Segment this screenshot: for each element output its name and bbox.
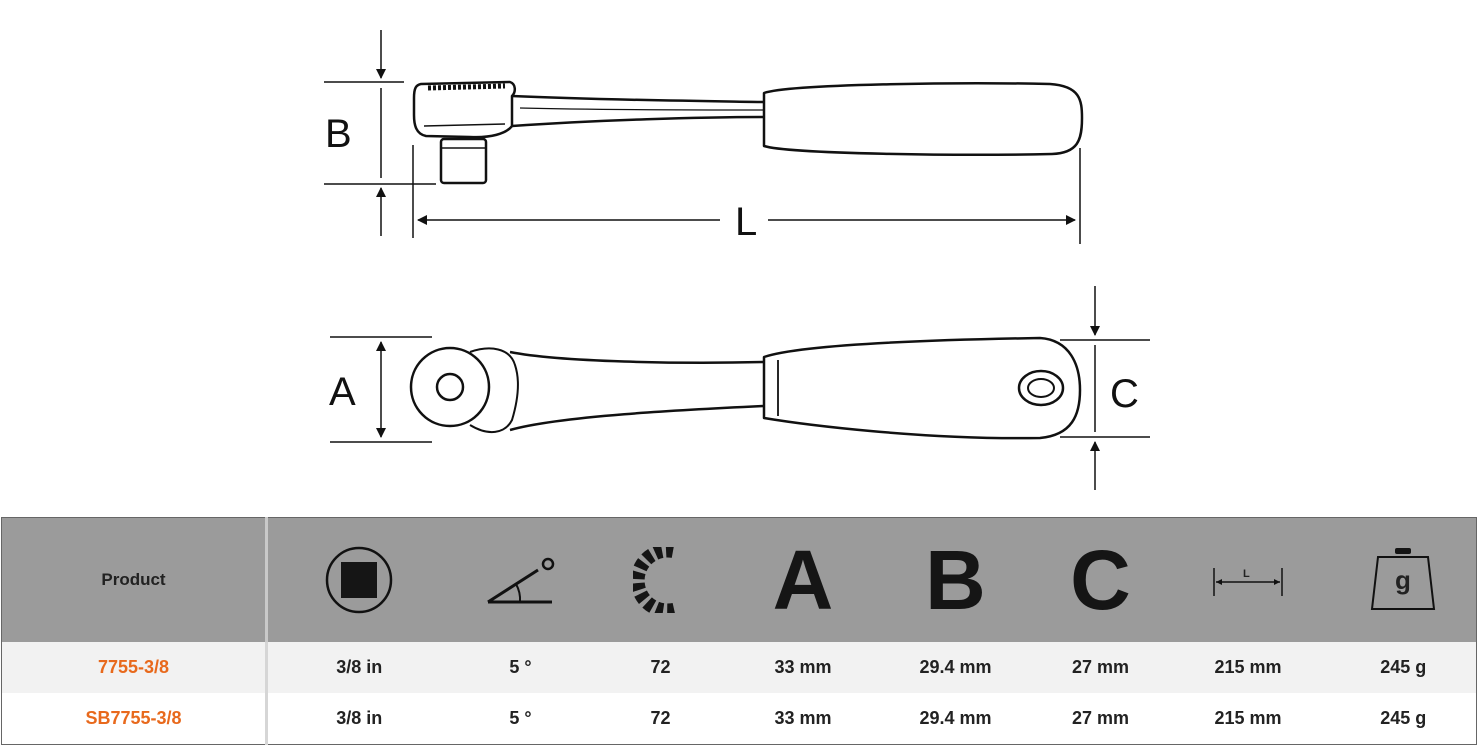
header-letter-b: B bbox=[925, 533, 986, 627]
cell-c: 27 mm bbox=[1035, 693, 1166, 745]
dim-b bbox=[324, 30, 436, 236]
teeth-gear-icon bbox=[632, 547, 678, 613]
cell-length: 215 mm bbox=[1165, 642, 1331, 693]
top-shaft bbox=[509, 350, 765, 432]
cell-c: 27 mm bbox=[1035, 642, 1166, 693]
cell-teeth: 72 bbox=[590, 642, 731, 693]
side-square-drive bbox=[439, 137, 488, 185]
side-view bbox=[412, 80, 1084, 185]
top-head bbox=[409, 346, 491, 428]
product-code[interactable]: 7755-3/8 bbox=[1, 642, 268, 693]
cell-weight: 245 g bbox=[1330, 642, 1477, 693]
square-drive-icon bbox=[326, 546, 393, 614]
product-header: Product bbox=[1, 517, 268, 642]
cell-drive: 3/8 in bbox=[266, 642, 451, 693]
cell-angle: 5 ° bbox=[450, 642, 591, 693]
table-row: SB7755-3/8 3/8 in 5 ° 72 33 mm 29.4 mm 2… bbox=[1, 693, 1477, 745]
header-letter-a: A bbox=[772, 533, 834, 627]
side-shaft bbox=[511, 94, 765, 128]
table-header-row: Product A B bbox=[1, 517, 1477, 642]
header-letter-c: C bbox=[1070, 533, 1131, 627]
cell-drive: 3/8 in bbox=[266, 693, 451, 745]
dim-label-c: C bbox=[1110, 372, 1139, 416]
cell-b: 29.4 mm bbox=[875, 642, 1036, 693]
weight-icon: g bbox=[1371, 548, 1436, 610]
release-button bbox=[435, 372, 465, 402]
dim-a bbox=[330, 336, 432, 443]
table-row: 7755-3/8 3/8 in 5 ° 72 33 mm 29.4 mm 27 … bbox=[1, 642, 1477, 693]
spec-table: Product A B bbox=[1, 517, 1477, 745]
cell-teeth: 72 bbox=[590, 693, 731, 745]
cell-angle: 5 ° bbox=[450, 693, 591, 745]
side-handle bbox=[762, 82, 1084, 156]
cell-length: 215 mm bbox=[1165, 693, 1331, 745]
dim-c bbox=[1060, 286, 1150, 490]
product-code[interactable]: SB7755-3/8 bbox=[1, 693, 268, 745]
dim-label-b: B bbox=[325, 112, 352, 156]
dim-label-l: L bbox=[735, 200, 757, 244]
top-view bbox=[409, 336, 1082, 440]
side-head bbox=[412, 80, 516, 139]
length-icon-label: L bbox=[1243, 568, 1250, 580]
cell-a: 33 mm bbox=[730, 642, 876, 693]
cell-weight: 245 g bbox=[1330, 693, 1477, 745]
cell-a: 33 mm bbox=[730, 693, 876, 745]
dim-l bbox=[412, 145, 1081, 244]
top-handle bbox=[762, 336, 1082, 440]
cell-b: 29.4 mm bbox=[875, 693, 1036, 745]
ratchet-angle-icon bbox=[486, 557, 554, 604]
weight-icon-label: g bbox=[1395, 565, 1411, 595]
dim-label-a: A bbox=[329, 370, 356, 414]
length-icon: L bbox=[1213, 568, 1283, 596]
technical-drawing: B L A C bbox=[324, 30, 1150, 490]
hang-hole bbox=[1017, 369, 1065, 407]
